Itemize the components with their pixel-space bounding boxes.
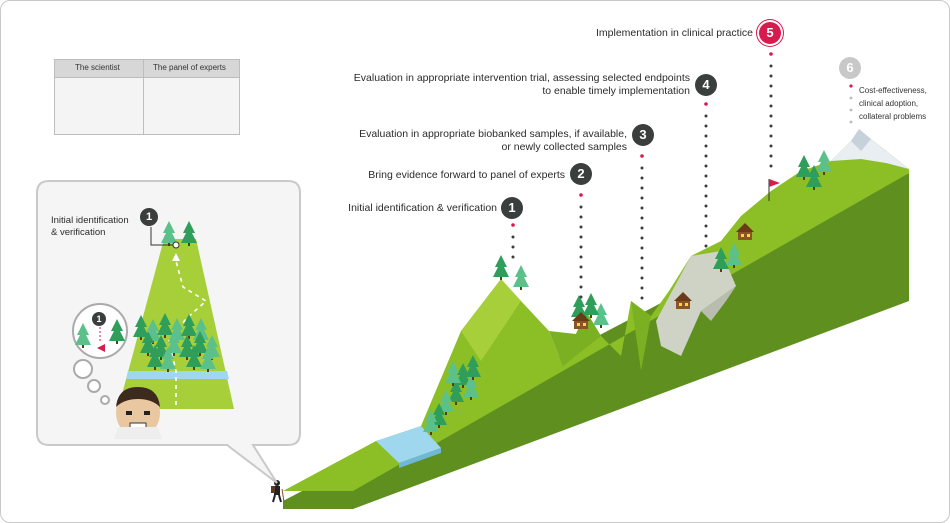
inset-step-label-line2: & verification xyxy=(51,227,106,238)
step-6-note: collateral problems xyxy=(859,112,927,121)
step-2-label: Bring evidence forward to panel of exper… xyxy=(368,169,565,181)
step-4-label-line2: to enable timely implementation xyxy=(542,85,690,97)
flag-icon xyxy=(769,179,780,187)
scientist-avatar xyxy=(114,387,162,439)
legend-panel-label: The panel of experts xyxy=(153,63,226,72)
inset-step-label-line1: Initial identification xyxy=(51,215,129,226)
legend-header xyxy=(55,60,239,78)
step-3-badge: 3 xyxy=(632,124,654,146)
step-6-badge: 6 xyxy=(839,57,861,79)
step-1-badge: 1 xyxy=(501,197,523,219)
step-1-label: Initial identification & verification xyxy=(348,202,497,214)
step-6-note: Cost-effectiveness, xyxy=(859,86,927,95)
legend-scientist-label: The scientist xyxy=(75,63,120,72)
step-5-label: Implementation in clinical practice xyxy=(596,27,753,39)
legend-divider xyxy=(143,60,144,134)
mountain-top-surface xyxy=(283,139,909,491)
inset-step-badge: 1 xyxy=(140,208,158,226)
snow-summit xyxy=(831,129,909,169)
step-3-label-line1: Evaluation in appropriate biobanked samp… xyxy=(359,128,627,140)
step-2-badge: 2 xyxy=(570,163,592,185)
inset-panel xyxy=(36,180,301,484)
step-4-label-line1: Evaluation in appropriate intervention t… xyxy=(353,72,690,84)
step-5-badge: 5 xyxy=(759,22,781,44)
thought-step-badge: 1 xyxy=(92,312,106,326)
rock-cliff xyxy=(656,251,736,356)
step-6-notes: Cost-effectiveness, clinical adoption, c… xyxy=(859,84,927,123)
river xyxy=(376,426,441,463)
step-6-note: clinical adoption, xyxy=(859,99,919,108)
step-4-badge: 4 xyxy=(695,74,717,96)
step-3-label-line2: or newly collected samples xyxy=(501,141,627,153)
legend-box: The scientist The panel of experts xyxy=(54,59,240,135)
hiker-icon xyxy=(271,480,285,503)
